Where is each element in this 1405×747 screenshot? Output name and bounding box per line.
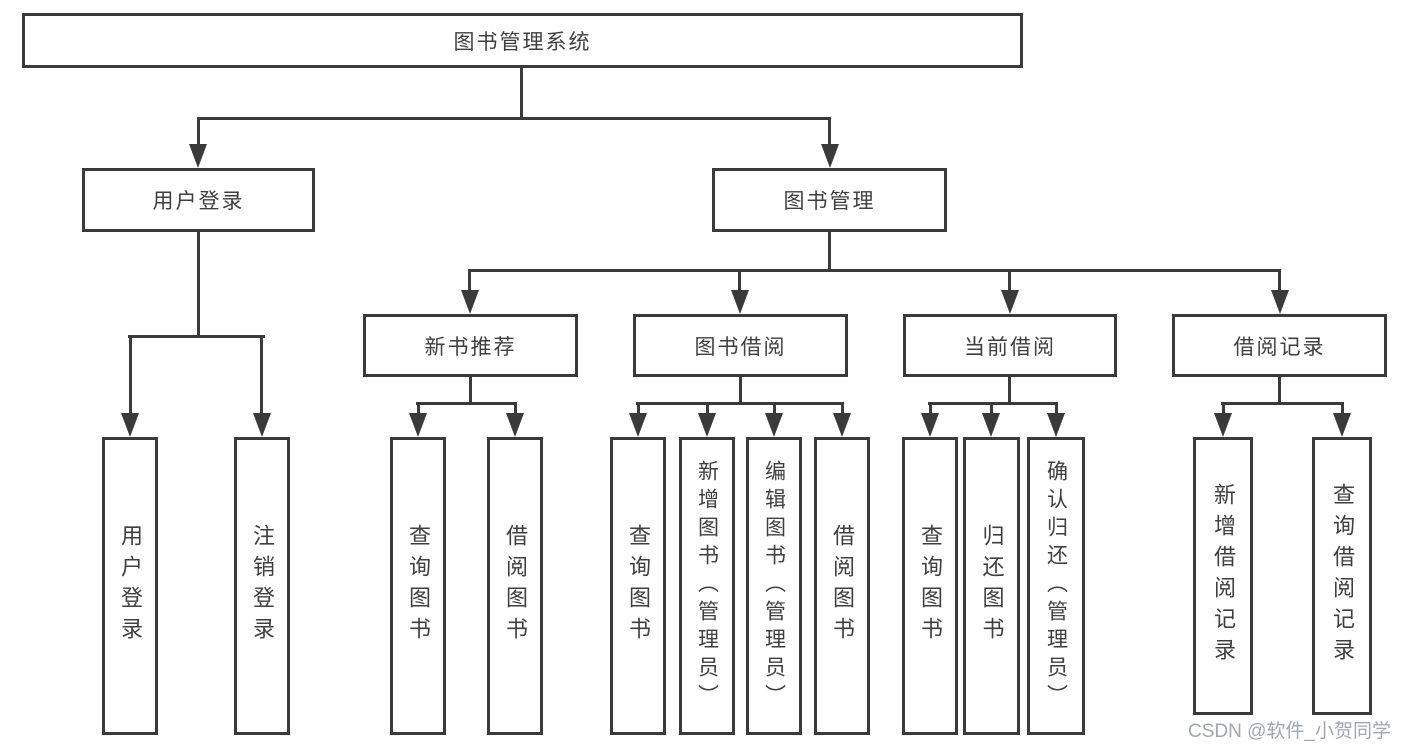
leaf-borrow-books-recommend: 借阅图书 [487, 437, 543, 735]
node-book-management: 图书管理 [712, 168, 947, 232]
leaf-return-book: 归还图书 [963, 437, 1020, 735]
connector-vline [828, 119, 831, 146]
connector-vline [738, 271, 741, 290]
node-new-book-recommend-label: 新书推荐 [424, 335, 517, 359]
leaf-logout-label: 注销登录 [250, 524, 275, 648]
node-current-borrow: 当前借阅 [903, 314, 1117, 377]
leaf-borrow-books-recommend-label: 借阅图书 [503, 524, 528, 648]
leaf-edit-book-admin: 编辑图书（管理员） [746, 437, 802, 735]
leaf-query-books-recommend-label: 查询图书 [406, 524, 431, 648]
leaf-return-book-label: 归还图书 [979, 524, 1005, 648]
leaf-add-book-admin: 新增图书（管理员） [679, 437, 735, 735]
connector-vline [1278, 377, 1281, 404]
leaf-query-borrow-record: 查询借阅记录 [1312, 437, 1372, 715]
leaf-query-books-borrow-label: 查询图书 [626, 524, 651, 648]
connector-vline [260, 337, 263, 413]
leaf-confirm-return-admin: 确认归还（管理员） [1027, 437, 1085, 735]
connector-vline [706, 404, 709, 413]
connector-vline [1222, 404, 1225, 413]
node-current-borrow-label: 当前借阅 [964, 335, 1056, 359]
leaf-edit-book-admin-label: 编辑图书（管理员） [762, 460, 786, 712]
connector-vline [1008, 271, 1011, 290]
connector-vline [841, 404, 844, 413]
leaf-add-book-admin-label: 新增图书（管理员） [695, 460, 719, 712]
arrowhead-down-icon [982, 413, 1000, 437]
connector-vline [1008, 377, 1011, 404]
connector-vline [990, 404, 993, 413]
connector-vline [739, 377, 742, 404]
arrowhead-down-icon [121, 413, 139, 437]
connector-hline [128, 335, 265, 338]
connector-vline [520, 68, 523, 119]
connector-vline [514, 404, 517, 413]
leaf-query-books-current: 查询图书 [902, 437, 958, 735]
arrowhead-down-icon [253, 413, 271, 437]
connector-hline [636, 402, 844, 405]
leaf-borrow-books: 借阅图书 [814, 437, 870, 735]
connector-vline [773, 404, 776, 413]
csdn-watermark: CSDN @软件_小贺同学 [1188, 721, 1391, 742]
connector-vline [929, 404, 932, 413]
leaf-logout: 注销登录 [234, 437, 290, 735]
connector-hline [197, 117, 831, 120]
leaf-query-books-current-label: 查询图书 [918, 524, 943, 648]
node-book-borrow-label: 图书借阅 [694, 335, 787, 359]
arrowhead-down-icon [409, 413, 427, 437]
arrowhead-down-icon [821, 144, 839, 168]
leaf-query-books-borrow: 查询图书 [610, 437, 666, 735]
arrowhead-down-icon [629, 413, 647, 437]
node-user-login: 用户登录 [82, 168, 315, 232]
connector-hline [1221, 402, 1344, 405]
arrowhead-down-icon [506, 413, 524, 437]
node-book-borrow: 图书借阅 [633, 314, 848, 377]
node-root: 图书管理系统 [22, 13, 1023, 68]
connector-vline [1278, 271, 1281, 290]
leaf-user-login-label: 用户登录 [118, 524, 143, 648]
connector-vline [197, 119, 200, 146]
connector-vline [468, 271, 471, 290]
node-borrow-records-label: 借阅记录 [1233, 335, 1326, 359]
arrowhead-down-icon [833, 413, 851, 437]
leaf-confirm-return-admin-label: 确认归还（管理员） [1044, 460, 1068, 712]
connector-vline [417, 404, 420, 413]
arrowhead-down-icon [1271, 290, 1289, 314]
arrowhead-down-icon [1333, 413, 1351, 437]
node-book-management-label: 图书管理 [783, 190, 876, 213]
arrowhead-down-icon [698, 413, 716, 437]
leaf-borrow-books-label: 借阅图书 [830, 524, 855, 648]
arrowhead-down-icon [189, 144, 207, 168]
connector-vline [197, 232, 200, 336]
connector-hline [468, 269, 1281, 272]
connector-vline [469, 377, 472, 404]
node-user-login-label: 用户登录 [152, 190, 245, 213]
arrowhead-down-icon [1047, 413, 1065, 437]
node-new-book-recommend: 新书推荐 [363, 314, 578, 377]
arrowhead-down-icon [1001, 290, 1019, 314]
arrowhead-down-icon [921, 413, 939, 437]
arrowhead-down-icon [461, 290, 479, 314]
node-root-label: 图书管理系统 [453, 30, 592, 54]
connector-vline [1341, 404, 1344, 413]
leaf-add-borrow-record-label: 新增借阅记录 [1211, 483, 1236, 669]
connector-vline [637, 404, 640, 413]
connector-vline [129, 337, 132, 413]
arrowhead-down-icon [731, 290, 749, 314]
connector-vline [828, 232, 831, 271]
node-borrow-records: 借阅记录 [1172, 314, 1387, 377]
leaf-add-borrow-record: 新增借阅记录 [1193, 437, 1253, 715]
connector-vline [1055, 404, 1058, 413]
leaf-user-login: 用户登录 [102, 437, 158, 735]
leaf-query-books-recommend: 查询图书 [390, 437, 446, 735]
arrowhead-down-icon [765, 413, 783, 437]
leaf-query-borrow-record-label: 查询借阅记录 [1330, 483, 1355, 669]
connector-hline [416, 402, 517, 405]
connector-hline [928, 402, 1058, 405]
arrowhead-down-icon [1214, 413, 1232, 437]
